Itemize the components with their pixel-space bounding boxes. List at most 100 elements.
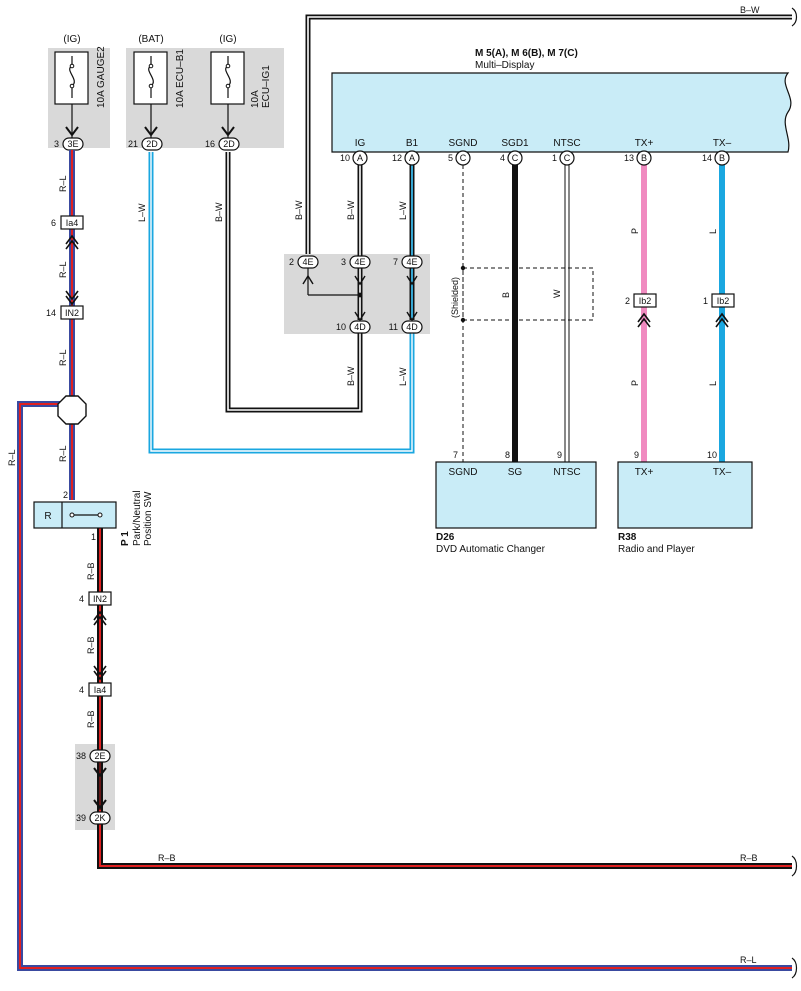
park-sw-code: P 1 [120,531,131,546]
wire-label-bw-2: B–W [346,200,356,220]
md-term-sgnd: SGND [449,138,478,149]
shield-box [462,267,594,321]
multi-display-box [331,72,792,153]
j4e-3-label: 4E [406,257,417,267]
md-conn-sgnd: C [460,153,467,163]
multi-display-name: Multi–Display [475,60,534,71]
wire-label-rb-2: R–B [86,636,96,654]
fuse-name-ecu-b1: 10A ECU–B1 [175,49,186,108]
ia4-lower [88,682,112,697]
j4e-1-label: 4E [302,257,313,267]
wire-label-lw-1: L–W [398,201,408,220]
md-term-ntsc: NTSC [553,138,580,149]
md-pin-txm: 14 [702,153,712,163]
fuse-ecu-ig1 [210,51,245,105]
ia4-lower-pin: 4 [79,685,84,695]
dvd-pin-9: 9 [557,450,562,460]
conn-2d-a-pin: 21 [128,139,138,149]
ib2-txp [633,293,657,308]
splice-point [57,395,87,425]
j4e-2-label: 4E [354,257,365,267]
radio-term-txp: TX+ [635,467,654,478]
md-conn-sgd1: C [512,153,519,163]
in2-upper-pin: 14 [46,308,56,318]
md-term-b1: B1 [406,138,419,149]
wire-label-rl-1: R–L [58,175,68,192]
ib2-txp-label: Ib2 [639,296,652,306]
in2-upper [60,305,84,320]
fuse-name-gauge2: 10A GAUGE2 [96,46,107,108]
fuse-supply-1: (IG) [63,34,80,45]
ib2-txm-label: Ib2 [717,296,730,306]
md-pin-sgd1: 4 [500,153,505,163]
park-sw-pin-top: 2 [63,490,68,500]
radio-term-txm: TX– [713,467,732,478]
wire-label-rl-4: R–L [58,445,68,462]
park-sw-position: R [44,511,51,522]
wire-label-l-2: L [708,381,718,386]
wire-label-rb-5: R–B [740,853,758,863]
fuse-name-ecu-ig1-b: ECU–IG1 [261,65,272,108]
j4d-1-pin: 10 [336,322,346,332]
wire-label-bw-3: B–W [214,202,224,222]
md-term-txp: TX+ [635,138,654,149]
wire-label-rb-1: R–B [86,562,96,580]
wire-label-rb-3: R–B [86,710,96,728]
wire-label-rb-4: R–B [158,853,176,863]
md-term-sgd1: SGD1 [501,138,529,149]
park-sw-pin-bottom: 1 [91,532,96,542]
radio-name: Radio and Player [618,544,695,555]
j4d-2-pin: 11 [389,322,398,332]
fuse-supply-2: (BAT) [138,34,163,45]
md-term-txm: TX– [713,138,732,149]
wire-label-l-1: L [708,229,718,234]
md-pin-txp: 13 [624,153,634,163]
md-conn-txm: B [719,153,725,163]
radio-pin-9: 9 [634,450,639,460]
j4e-3-pin: 7 [393,257,398,267]
dvd-pin-8: 8 [505,450,510,460]
dvd-term-sg: SG [508,467,523,478]
wire-label-bw-top: B–W [740,5,760,15]
wire-label-rl-6: R–L [740,955,757,965]
md-pin-b1: 12 [392,153,402,163]
ia4-upper-label: Ia4 [66,218,79,228]
conn-3e-label: 3E [67,139,78,149]
shielded-label: (Shielded) [450,277,460,318]
md-conn-b1: A [409,153,415,163]
dvd-code: D26 [436,532,455,543]
dvd-name: DVD Automatic Changer [436,544,546,555]
md-conn-txp: B [641,153,647,163]
park-sw-name-2: Position SW [143,491,154,546]
conn-pill-2k [89,811,111,825]
md-conn-ig: A [357,153,363,163]
conn-2k-pin: 39 [76,813,86,823]
junction-4e-pills [297,255,423,334]
j4d-1-label: 4D [354,322,366,332]
wire-label-rl-3: R–L [58,349,68,366]
wire-label-bw-4: B–W [346,366,356,386]
wire-label-rl-5: R–L [7,449,17,466]
ib2-txp-pin: 2 [625,296,630,306]
conn-3e-pin: 3 [54,139,59,149]
j4e-1-pin: 2 [289,257,294,267]
dvd-pin-7: 7 [453,450,458,460]
fuse-name-ecu-ig1-a: 10A [250,90,261,108]
radio-code: R38 [618,532,637,543]
ib2-txm-pin: 1 [703,296,708,306]
wire-label-p-2: P [630,380,640,386]
wire-label-lw-3: L–W [398,367,408,386]
conn-2e-label: 2E [94,751,105,761]
ib2-txm [711,293,735,308]
park-sw-name-1: Park/Neutral [132,490,143,546]
md-pin-ntsc: 1 [552,153,557,163]
md-pin-sgnd: 5 [448,153,453,163]
conn-pill-2d-b [218,137,240,151]
conn-2d-a-label: 2D [146,139,158,149]
ia4-upper-pin: 6 [51,218,56,228]
dvd-term-ntsc: NTSC [553,467,580,478]
conn-2k-label: 2K [94,813,105,823]
conn-2e-pin: 38 [76,751,86,761]
md-term-ig: IG [355,138,366,149]
wire-label-lw-2: L–W [137,203,147,222]
